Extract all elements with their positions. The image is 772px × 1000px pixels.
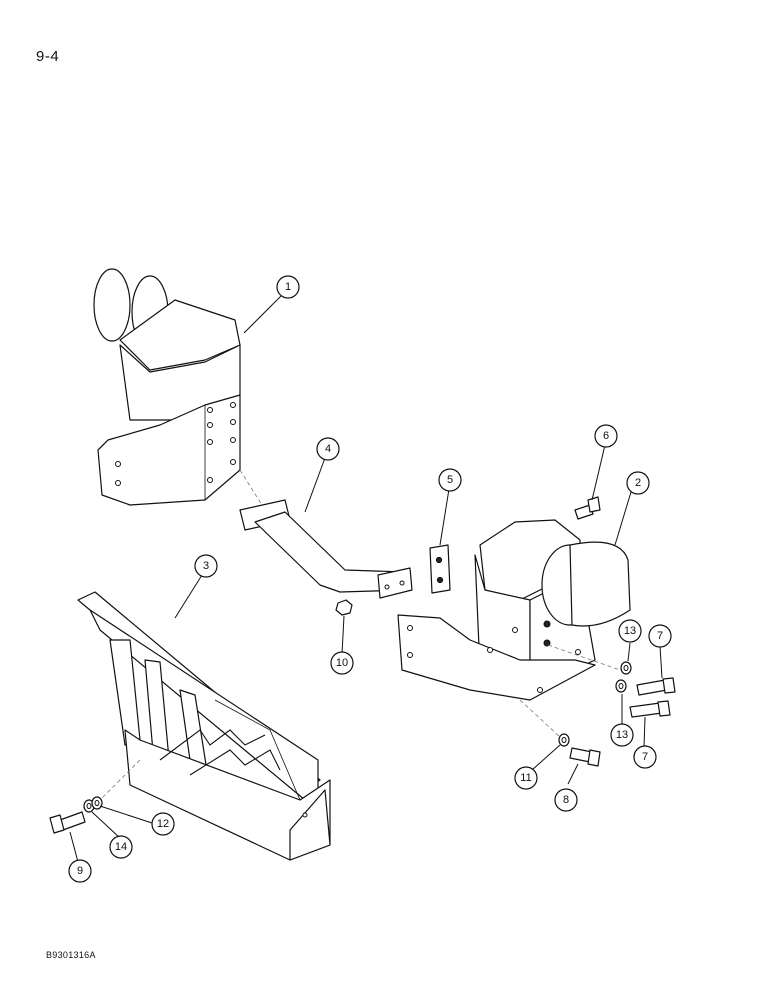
washer-part-13-upper [620, 661, 632, 675]
svg-text:4: 4 [325, 443, 331, 455]
callout-7-upper: 7 [648, 624, 672, 648]
callout-7-lower: 7 [633, 745, 657, 769]
callout-13-upper: 13 [618, 619, 642, 643]
svg-text:1: 1 [285, 281, 291, 293]
callout-1: 1 [276, 275, 300, 299]
washer-part-13-lower [615, 679, 627, 693]
bolt-part-9 [49, 811, 86, 834]
svg-text:7: 7 [642, 751, 648, 763]
svg-text:12: 12 [157, 818, 169, 830]
svg-text:7: 7 [657, 630, 663, 642]
nut-part-10 [335, 599, 353, 616]
svg-text:13: 13 [616, 729, 628, 741]
leader-lines [69, 295, 663, 863]
page-number: 9-4 [36, 48, 60, 65]
base-frame [77, 591, 331, 861]
left-mount-bracket [93, 268, 241, 506]
bolt-part-8 [569, 747, 601, 767]
callout-10: 10 [330, 651, 354, 675]
callout-2: 2 [626, 471, 650, 495]
connecting-strap [239, 469, 413, 599]
svg-text:2: 2 [635, 477, 641, 489]
callout-3: 3 [194, 554, 218, 578]
svg-text:14: 14 [115, 841, 127, 853]
callout-8: 8 [554, 788, 578, 812]
callout-12: 12 [151, 812, 175, 836]
svg-text:10: 10 [336, 657, 348, 669]
svg-text:3: 3 [203, 560, 209, 572]
bolt-part-6 [574, 496, 601, 520]
clamp-plate [429, 544, 451, 594]
svg-text:11: 11 [520, 772, 531, 784]
callout-5: 5 [438, 468, 462, 492]
svg-text:13: 13 [624, 625, 636, 637]
callout-13-lower: 13 [610, 723, 634, 747]
bolt-part-7-upper [636, 677, 676, 696]
svg-text:8: 8 [563, 794, 569, 806]
callout-4: 4 [316, 437, 340, 461]
callout-14: 14 [109, 835, 133, 859]
svg-text:6: 6 [603, 430, 609, 442]
svg-text:9: 9 [77, 865, 83, 877]
washer-part-11 [558, 733, 570, 747]
figure-code: B9301316A [46, 950, 96, 960]
washer-part-12 [91, 796, 103, 810]
right-mount-bracket [397, 519, 631, 738]
bolt-part-7-lower [629, 700, 671, 718]
callout-11: 11 [514, 766, 538, 790]
callout-9: 9 [68, 859, 92, 883]
callout-6: 6 [594, 424, 618, 448]
svg-text:5: 5 [447, 474, 453, 486]
